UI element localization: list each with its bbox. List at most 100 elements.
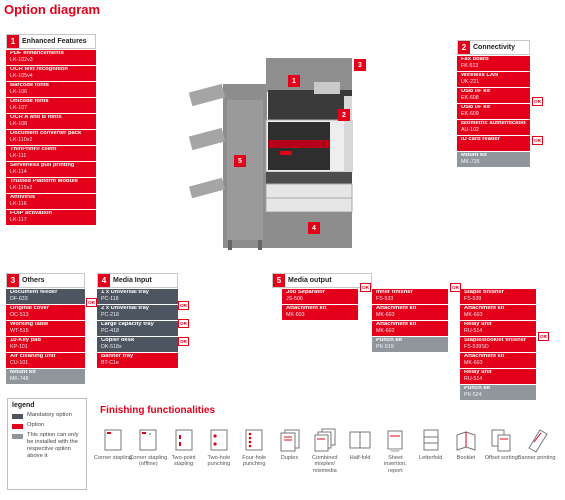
finishing-item: Letterfold (412, 428, 450, 461)
or-marker: OR (532, 136, 543, 145)
or-marker: OR (86, 298, 97, 307)
duplex-icon (280, 429, 299, 452)
finishing-label: Corner stapling (offline) (129, 455, 168, 468)
option-name: Mount kit (461, 153, 487, 158)
option-code: LK-110v2 (10, 136, 33, 143)
touch-panel (314, 82, 340, 94)
finishing-label: Banner printing (517, 455, 556, 461)
finishing-label: Booklet (456, 455, 476, 461)
option-code: WT-515 (10, 327, 29, 334)
panel-header: 4 Media Input (97, 273, 178, 288)
option-name: 1 x Universal tray (101, 290, 150, 295)
option-name: 10-Key pad (10, 338, 41, 343)
option-name: Original cover (10, 306, 49, 311)
option-code: MK-602 (376, 327, 395, 334)
option-name: Attachment kit (376, 322, 417, 327)
swatch-grey (12, 434, 23, 439)
option-code: MK-748 (10, 375, 29, 382)
option-name: Attachment kit (464, 354, 505, 359)
booklet-icon (456, 431, 476, 451)
option-code: EK-609 (461, 110, 479, 117)
option-code: JS-506 (286, 295, 303, 302)
panel-header: 3 Others (6, 273, 85, 288)
option-name: Antivirus (10, 195, 36, 200)
panel-header: 5 Media output (272, 273, 372, 288)
letterfold-icon (423, 429, 439, 451)
option-name: Attachment kit (376, 306, 417, 311)
finishing-item: Four-hole punching (235, 428, 273, 468)
finishing-label: Letterfold (419, 455, 443, 461)
option-code: FS-533 (376, 295, 394, 302)
option-name: ID card reader (461, 137, 500, 142)
option-name: USB I/F kit (461, 89, 490, 94)
legend-text: Option (27, 422, 45, 428)
panel-number: 5 (273, 274, 285, 287)
legend-text: Mandatory option (27, 412, 72, 418)
option-name: Fax board (461, 57, 489, 62)
option-code: LK-108 (10, 120, 28, 127)
callout-marker: 5 (234, 155, 246, 167)
finishing-label: Duplex (280, 455, 299, 461)
option-name: Attachment kit (464, 306, 505, 311)
option-name: Wireless LAN (461, 73, 499, 78)
option-code: PC-418 (101, 327, 119, 334)
option-name: Document converter pack (10, 131, 82, 136)
sheet-insertion-icon (387, 430, 403, 452)
panel-title: Media Input (113, 277, 152, 284)
legend-row-option: Option (12, 422, 82, 429)
or-marker: OR (538, 332, 549, 341)
callout-marker: 4 (308, 222, 320, 234)
option-code: DK-518x (101, 343, 122, 350)
panel-number: 3 (7, 274, 19, 287)
option-name: Unicode fonts (10, 99, 49, 104)
legend: legend Mandatory option Option This opti… (7, 398, 87, 490)
option-name: PDF enhancements (10, 51, 64, 56)
option-name: Air cleaning unit (10, 354, 56, 359)
option-code: FK-513 (461, 62, 479, 69)
option-code: FS-539SD (464, 343, 489, 350)
option-code: EK-608 (461, 94, 479, 101)
option-code: RU-514 (464, 327, 483, 334)
option-code: PK-524 (464, 391, 482, 398)
finishing-item: Two-point stapling (165, 428, 203, 468)
finishing-title: Finishing functionalities (100, 405, 215, 416)
option-code: LK-115v2 (10, 184, 33, 191)
option-code: PC-218 (101, 311, 119, 318)
mixplex-icon (314, 428, 336, 452)
swatch-red (12, 424, 23, 429)
panel-header: 2 Connectivity (457, 40, 530, 55)
panel-header: 1 Enhanced Features (6, 34, 96, 49)
printer-illustration: 1 3 2 5 4 (168, 40, 388, 260)
option-name: Job Separator (286, 290, 325, 295)
output-tray (189, 177, 225, 199)
option-name: Large capacity tray (101, 322, 154, 327)
option-code: DF-633 (10, 295, 28, 302)
option-name: Banner tray (101, 354, 134, 359)
finishing-label: Four-hole punching (242, 455, 267, 468)
finishing-label: Offset sorting (484, 455, 518, 461)
option-code: OC-513 (10, 311, 29, 318)
or-marker: OR (178, 301, 189, 310)
finishing-label: Two-hole punching (207, 455, 231, 468)
option-name: Biometric authentication (461, 121, 526, 126)
